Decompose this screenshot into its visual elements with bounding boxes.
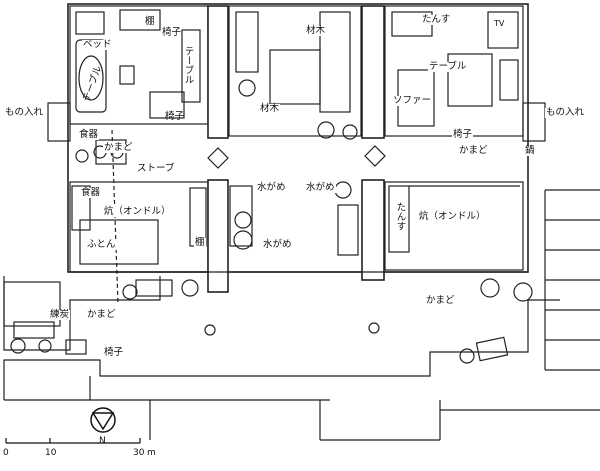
chair-label: 椅子	[162, 27, 182, 38]
north-arrow-icon	[90, 407, 116, 433]
tv-label: TV	[494, 19, 505, 28]
storage-label: もの入れ	[4, 107, 45, 118]
scale-tick-30: 30	[133, 448, 145, 458]
scale-tick-10: 10	[45, 448, 57, 458]
sofa-label: ソファー	[392, 95, 433, 106]
chair-label: 椅子	[452, 129, 474, 140]
chair-label: 椅子	[165, 111, 185, 122]
storage-label: もの入れ	[545, 107, 586, 118]
dishes-label: 食器	[78, 129, 100, 140]
kamado-label: かまど	[458, 145, 489, 156]
futon-label: ふとん	[86, 239, 117, 250]
kamado-label: かまど	[86, 309, 117, 320]
shelf-label: 棚	[145, 16, 155, 27]
lumber-label: 材木	[259, 103, 281, 114]
table-label: テーブル	[428, 61, 468, 72]
scale-tick-0: 0	[3, 448, 9, 458]
kamado-label: かまど	[425, 295, 456, 306]
dishes-label: 食器	[80, 187, 102, 198]
coal-briquette-label: 練炭	[49, 309, 71, 320]
water-jar-label: 水がめ	[305, 182, 336, 193]
bed-label: ベッド	[82, 39, 113, 50]
stove-label: ストーブ	[136, 163, 176, 174]
table-label: テーブル	[182, 46, 194, 84]
wardrobe-label: たんす	[421, 14, 452, 25]
ondol-label: 炕（オンドル）	[103, 206, 172, 217]
ondol-label: 炕（オンドル）	[418, 211, 487, 222]
scale-bar	[5, 438, 141, 444]
north-label: N	[99, 436, 106, 446]
lumber-label: 材木	[305, 25, 327, 36]
pot-label: 鍋	[524, 145, 536, 156]
water-jar-label: 水がめ	[262, 239, 293, 250]
kamado-label: かまど	[103, 142, 134, 153]
chair-label: 椅子	[103, 347, 125, 358]
water-jar-label: 水がめ	[256, 182, 287, 193]
wardrobe-label: たんす	[394, 202, 406, 231]
scale-unit: m	[147, 448, 156, 458]
shelf-label: 棚	[194, 237, 206, 248]
